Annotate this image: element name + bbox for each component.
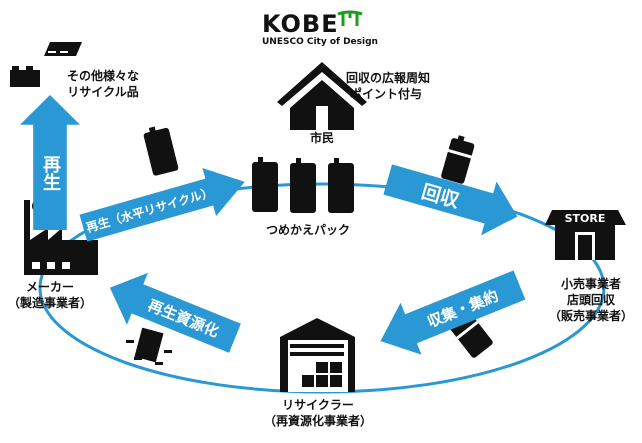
logo-subtitle: UNESCO City of Design [262,37,378,47]
pellets-icon [126,327,172,365]
others-label: その他様々なリサイクル品 [58,68,148,100]
label-line: （再資源化事業者） [263,414,372,428]
note-line: ポイント付与 [349,87,422,101]
other-items-icons [10,42,82,87]
kobe-logo: KOBE [262,10,339,38]
label-line: メーカー [25,280,74,294]
warehouse-icon [280,318,355,392]
store-sign: STORE [564,212,606,225]
label-line: 小売事業者 [560,277,621,291]
arrow-label: 再生 [40,154,61,191]
label-line: リサイクル品 [67,85,139,99]
citizen-label: 市民 [309,131,334,145]
recycler-label: リサイクラー （再資源化事業者） [258,397,378,429]
store-icon [545,210,626,260]
label-line: （販売事業者） [548,309,633,323]
maker-label: メーカー （製造事業者） [0,279,100,311]
label-line: （製造事業者） [7,296,92,310]
label-line: リサイクラー [282,398,354,412]
note-line: 回収の広報周知 [346,71,431,85]
house-icon [277,62,367,130]
refill-pack-icons [252,157,354,213]
store-label: 小売事業者店頭回収 （販売事業者） [540,276,642,324]
pack-label: つめかえパック [265,223,350,237]
citizen-note: 回収の広報周知ポイント付与 [346,70,431,102]
pouch-icon-right [441,135,475,184]
label-line: 店頭回収 [566,293,615,307]
kobe-city-mark-icon [337,10,363,26]
pouch-icon-left [143,126,179,176]
label-line: その他様々な [66,69,139,83]
